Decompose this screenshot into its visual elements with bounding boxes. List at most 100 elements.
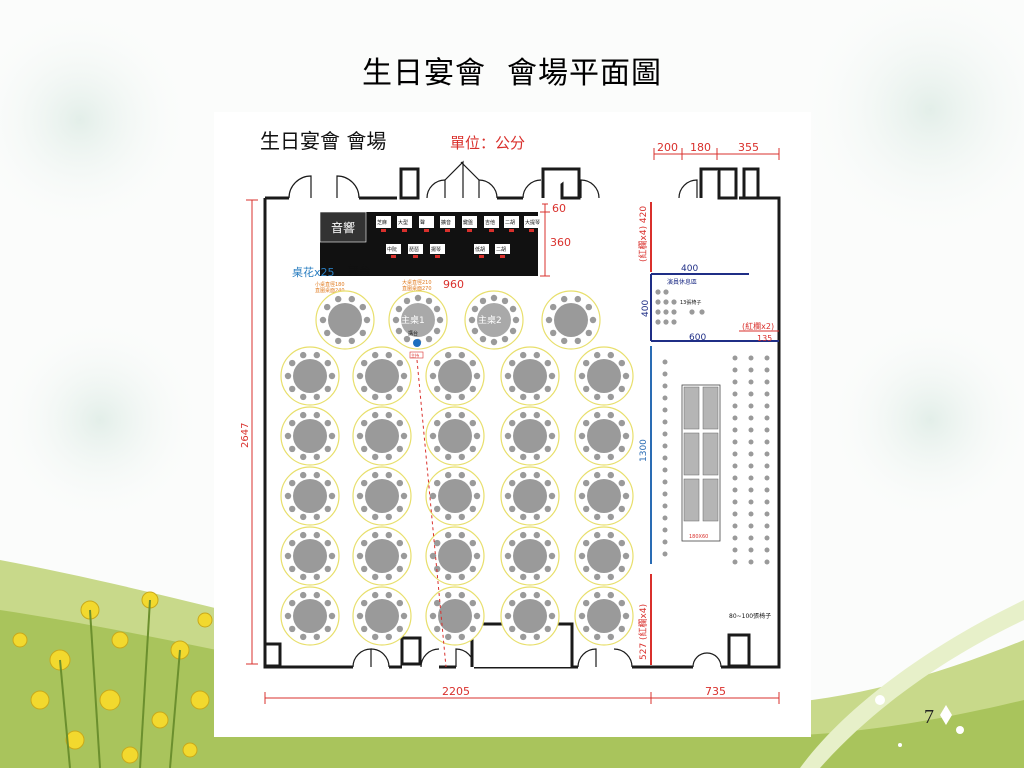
chair [748, 367, 754, 373]
round-table [574, 586, 634, 646]
round-table [352, 526, 412, 586]
slide-title: 生日宴會 會場平面圖 [361, 56, 663, 91]
chair [748, 559, 754, 565]
top-dimensions [653, 148, 780, 160]
chair [662, 503, 668, 509]
chair [748, 355, 754, 361]
chair [689, 309, 695, 315]
chair [662, 455, 668, 461]
chair [764, 463, 770, 469]
stage-box-label: 芝麻 [377, 219, 387, 226]
round-table [352, 466, 412, 526]
chair [662, 419, 668, 425]
chair [748, 535, 754, 541]
stage-box: 揚琴 [430, 244, 445, 258]
round-table [425, 526, 485, 586]
round-table [280, 526, 340, 586]
round-table [541, 290, 601, 350]
dim-960-label: 960 [443, 278, 464, 291]
round-table [500, 586, 560, 646]
chair [748, 523, 754, 529]
chair [748, 547, 754, 553]
round-table [280, 466, 340, 526]
round-table [280, 586, 340, 646]
chair [732, 559, 738, 565]
light-swoosh [800, 600, 1024, 768]
flower-stems [59, 599, 181, 768]
stage-box: 吉他 [484, 216, 499, 232]
chair [662, 515, 668, 521]
stage-box-label: 擴音 [441, 219, 451, 226]
chair [748, 511, 754, 517]
round-table [500, 346, 560, 406]
chair [748, 475, 754, 481]
chair [732, 499, 738, 505]
chair [748, 403, 754, 409]
dim-2647-label: 2647 [240, 423, 251, 448]
stage-box: 芝麻 [376, 216, 391, 232]
chair [662, 407, 668, 413]
chair [764, 427, 770, 433]
chair [662, 383, 668, 389]
stage-dimensions [540, 203, 550, 277]
chair [655, 309, 661, 315]
dim-355: 355 [738, 141, 759, 154]
chair [662, 371, 668, 377]
stage-box: 二胡 [504, 216, 519, 232]
round-table [500, 526, 560, 586]
chair [732, 415, 738, 421]
audience-chairs [662, 355, 770, 565]
chair [662, 551, 668, 557]
rail-bottom-label: 527 (紅欄x4) [637, 604, 649, 660]
chair [655, 299, 661, 305]
chair [764, 487, 770, 493]
dim-135-label: 135 [757, 334, 772, 343]
chair [732, 511, 738, 517]
chair [764, 367, 770, 373]
lounge-dim-600-label: 600 [689, 333, 706, 343]
dim-180: 180 [690, 141, 711, 154]
note-right-1: 大桌直徑210 [402, 279, 432, 286]
dim-360-label: 360 [550, 236, 571, 249]
main-table [464, 290, 524, 350]
chair [663, 309, 669, 315]
note-left-2: 直圍桌面240 [315, 287, 345, 294]
round-table [352, 406, 412, 466]
round-table [425, 346, 485, 406]
dim-200: 200 [657, 141, 678, 154]
actors-lounge [650, 273, 779, 342]
stage-box-label: 吉他 [485, 219, 495, 226]
chair [764, 499, 770, 505]
lounge-name: 演員休息區 [667, 278, 697, 286]
round-table [280, 346, 340, 406]
chair [732, 547, 738, 553]
stage-box-label: 中阮 [387, 246, 397, 253]
stage-box-label: 大型 [398, 219, 408, 226]
chair [671, 309, 677, 315]
chair [748, 451, 754, 457]
white-sparkles [875, 695, 964, 747]
stage-box: 低胡 [474, 244, 489, 258]
chair [732, 403, 738, 409]
chair [732, 463, 738, 469]
lounge-chairs [655, 289, 705, 325]
round-table [315, 290, 375, 350]
stage-box-label: 低胡 [475, 246, 485, 253]
chair [655, 289, 661, 295]
round-table [574, 406, 634, 466]
stage-box: 大提琴 [524, 216, 540, 232]
chair [662, 443, 668, 449]
chair [748, 463, 754, 469]
chair [748, 415, 754, 421]
chair [662, 491, 668, 497]
banquet-tables [280, 290, 634, 646]
stage-box: 二胡 [495, 244, 510, 258]
dim-2647-line [246, 199, 258, 665]
stage-box: 鍵盤 [462, 216, 477, 232]
podium-marker [413, 339, 421, 347]
chair [663, 289, 669, 295]
chair [764, 391, 770, 397]
chair [732, 535, 738, 541]
long-tables [683, 386, 719, 522]
stage-box: 琵琶 [408, 244, 423, 258]
